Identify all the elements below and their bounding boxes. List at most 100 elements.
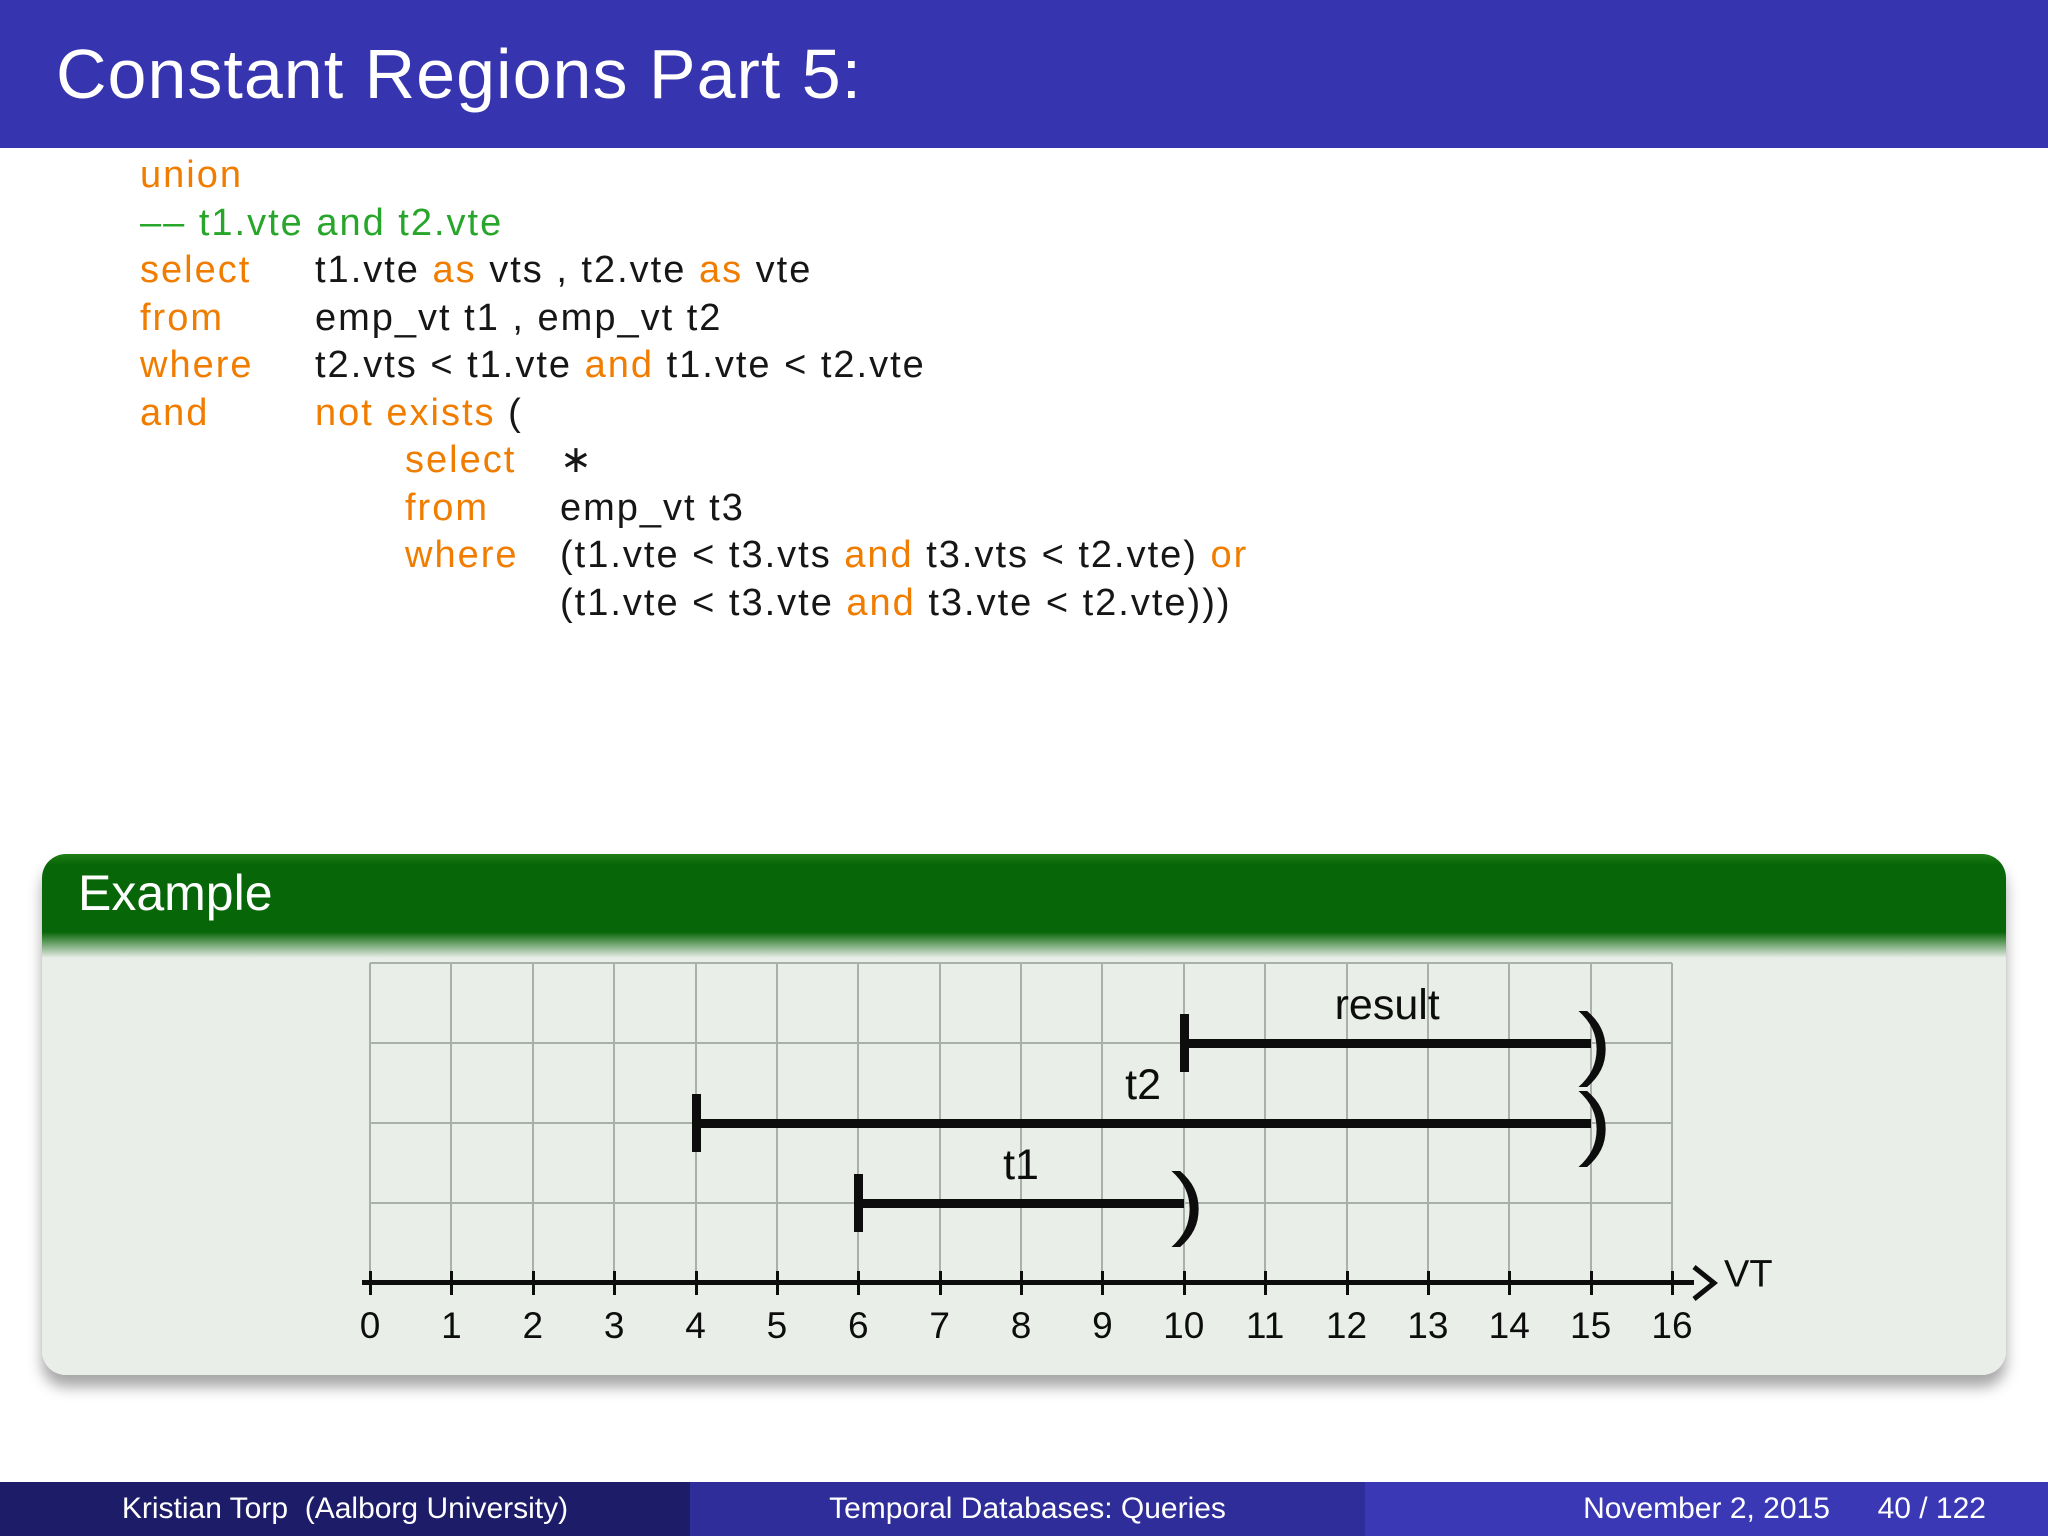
- axis-tick: [531, 1271, 535, 1295]
- sql-keyword: select: [140, 249, 252, 291]
- footer-page-number: 40 / 122: [1877, 1492, 1986, 1525]
- axis-tick: [1264, 1271, 1268, 1295]
- sql-keyword: and: [584, 344, 655, 386]
- sql-text: t3.vts < t2.vte): [913, 534, 1211, 576]
- example-block-title: Example: [78, 865, 273, 921]
- axis-tick-label: 2: [522, 1305, 544, 1346]
- sql-keyword: union: [140, 154, 243, 196]
- sql-keyword: as: [432, 249, 477, 291]
- axis-tick-label: 14: [1488, 1305, 1530, 1346]
- interval-line: [858, 1199, 1184, 1208]
- footer-title-segment: Temporal Databases: Queries: [690, 1482, 1365, 1536]
- axis-tick: [1589, 1271, 1593, 1295]
- sql-text: emp_vt t1 , emp_vt t2: [315, 296, 723, 339]
- axis-tick-label: 1: [441, 1305, 462, 1346]
- axis-tick: [1345, 1271, 1349, 1295]
- code-line: where t2.vts < t1.vte and t1.vte < t2.vte: [140, 342, 1940, 390]
- sql-keyword: or: [1210, 534, 1249, 576]
- axis-tick-label: 7: [929, 1305, 950, 1346]
- sql-text: (: [495, 391, 523, 434]
- slide-title: Constant Regions Part 5:: [56, 35, 863, 113]
- axis-tick-label: 16: [1651, 1305, 1693, 1346]
- axis-tick-label: 0: [359, 1305, 381, 1346]
- axis-tick: [938, 1271, 942, 1295]
- axis-tick-label: 13: [1407, 1305, 1449, 1346]
- sql-text: t3.vte < t2.vte))): [915, 581, 1232, 624]
- sql-keyword: and: [140, 391, 210, 434]
- sql-keyword: and: [844, 534, 914, 576]
- footer-bar: Kristian Torp (Aalborg University) Tempo…: [0, 1482, 2048, 1536]
- axis-tick-label: 8: [1010, 1305, 1032, 1346]
- sql-text: emp_vt t3: [560, 486, 745, 529]
- axis-tick: [613, 1271, 617, 1295]
- interval-end-marker: ): [1577, 1077, 1612, 1168]
- sql-keyword: select: [405, 439, 517, 481]
- example-header-fade: [42, 932, 2006, 958]
- axis-tick-label: 3: [603, 1305, 625, 1346]
- interval-line: [1183, 1039, 1591, 1048]
- sql-keyword: from: [140, 296, 224, 339]
- sql-text: (t1.vte < t3.vte: [560, 581, 847, 624]
- axis-tick: [1671, 1271, 1674, 1295]
- axis-tick-label: 4: [685, 1305, 706, 1346]
- sql-text: vte: [743, 249, 813, 291]
- sql-text: (t1.vte < t3.vts: [560, 534, 845, 576]
- slide-title-bar: Constant Regions Part 5:: [0, 0, 2048, 148]
- axis-arrowhead: [1690, 1263, 1719, 1308]
- axis-tick: [1182, 1271, 1186, 1295]
- sql-code-block: union –– t1.vte and t2.vte select t1.vte as…: [140, 152, 1940, 627]
- sql-keyword: from: [405, 486, 489, 529]
- axis-tick: [857, 1271, 861, 1295]
- sql-text: t2.vts < t1.vte: [315, 344, 585, 386]
- axis-tick: [694, 1271, 698, 1295]
- footer-deck-title: Temporal Databases: Queries: [829, 1492, 1226, 1525]
- code-line: –– t1.vte and t2.vte: [140, 200, 1940, 248]
- interval-end-marker: ): [1577, 997, 1612, 1088]
- code-line: where (t1.vte < t3.vts and t3.vts < t2.vt…: [140, 532, 1940, 580]
- footer-date: November 2, 2015: [1583, 1492, 1830, 1525]
- axis-tick-label: 5: [766, 1305, 788, 1346]
- interval-start-marker: [854, 1174, 864, 1232]
- code-line: from emp_vt t1 , emp_vt t2: [140, 295, 1940, 343]
- axis-tick: [450, 1271, 454, 1295]
- code-line: union: [140, 152, 1940, 200]
- axis-tick-label: 10: [1163, 1305, 1205, 1346]
- axis-tick-label: 12: [1325, 1305, 1368, 1346]
- code-line: (t1.vte < t3.vte and t3.vte < t2.vte))): [140, 580, 1940, 628]
- code-line: select ∗: [140, 437, 1940, 485]
- interval-line: [695, 1119, 1591, 1128]
- axis-tick: [1426, 1271, 1430, 1295]
- axis-tick: [369, 1271, 372, 1295]
- sql-comment: –– t1.vte and t2.vte: [140, 201, 504, 244]
- sql-keyword: and: [846, 581, 916, 624]
- axis-tick-label: 9: [1092, 1305, 1113, 1346]
- axis-tick-label: 11: [1245, 1305, 1285, 1346]
- code-line: from emp_vt t3: [140, 485, 1940, 533]
- interval-start-marker: [691, 1094, 701, 1152]
- example-block-header: Example: [42, 854, 2006, 932]
- interval-end-marker: ): [1170, 1157, 1205, 1248]
- sql-text: ∗: [560, 439, 594, 481]
- footer-date-segment: November 2, 2015 40 / 122: [1365, 1482, 2048, 1536]
- axis-tick-label: 15: [1570, 1305, 1612, 1346]
- sql-text: t1.vte: [315, 249, 433, 291]
- sql-text: vts , t2.vte: [476, 249, 699, 291]
- axis-tick: [1508, 1271, 1512, 1295]
- interval-label: result: [1334, 981, 1440, 1029]
- footer-author: Kristian Torp (Aalborg University): [121, 1492, 569, 1525]
- sql-keyword: where: [405, 534, 519, 576]
- footer-author-segment: Kristian Torp (Aalborg University): [0, 1482, 690, 1536]
- axis-tick: [775, 1271, 779, 1295]
- axis-tick: [1101, 1271, 1105, 1295]
- axis-tick: [1020, 1271, 1023, 1295]
- sql-text: t1.vte < t2.vte: [654, 344, 926, 386]
- axis-name: VT: [1724, 1253, 1773, 1296]
- sql-keyword: where: [140, 344, 254, 386]
- time-axis: [362, 1280, 1694, 1285]
- gridline-horizontal: [370, 962, 1672, 964]
- interval-start-marker: [1179, 1014, 1189, 1072]
- interval-label: t2: [1125, 1061, 1161, 1109]
